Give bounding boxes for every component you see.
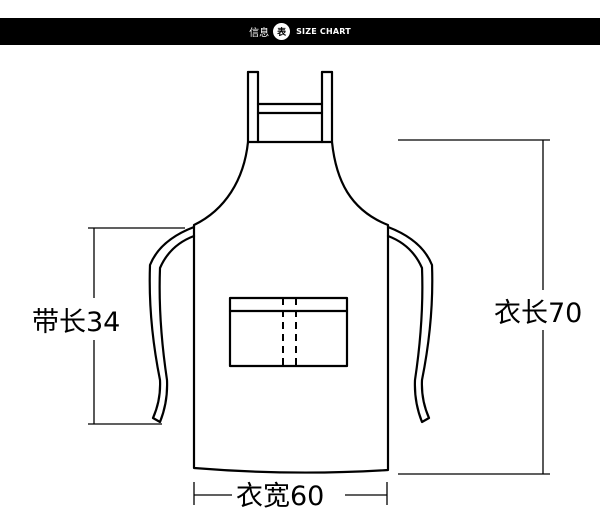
waist-tie-left-outer — [148, 225, 196, 424]
header-title-en: SIZE CHART — [296, 27, 351, 36]
body-width-label: 衣宽60 — [236, 481, 324, 512]
apron-body-outline — [192, 140, 390, 474]
waist-tie-right-outer — [386, 225, 434, 424]
header-title-badge: 表 — [273, 23, 291, 40]
strap-length-label: 带长34 — [32, 307, 120, 338]
size-chart-header: 信息 表 SIZE CHART — [0, 18, 600, 45]
header-title-prefix: 信息 — [249, 28, 270, 39]
body-length-label: 衣长70 — [494, 298, 582, 329]
header-title: 信息 表 SIZE CHART — [249, 23, 351, 40]
pocket-outline — [228, 296, 349, 368]
